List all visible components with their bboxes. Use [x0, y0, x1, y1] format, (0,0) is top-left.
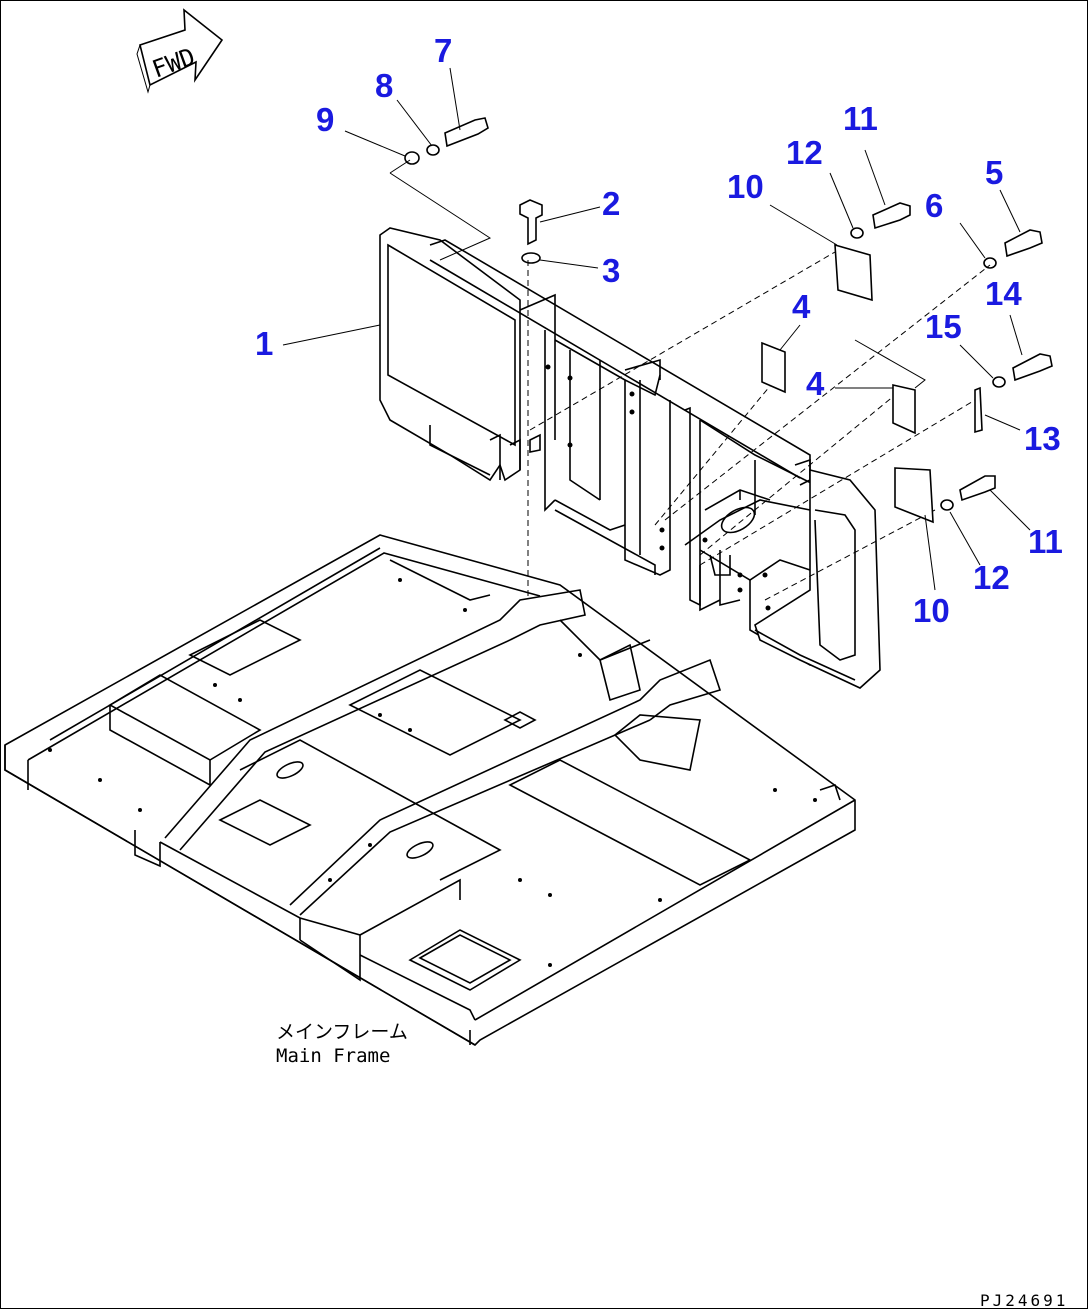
upper-frame-holes	[545, 364, 771, 611]
callout-10-upper: 10	[727, 168, 764, 205]
frame-holes	[48, 578, 817, 967]
main-frame-caption: メインフレーム Main Frame	[276, 1021, 408, 1067]
callout-1: 1	[255, 325, 273, 362]
assembly-leaders	[527, 251, 991, 601]
callout-10-lower: 10	[913, 592, 950, 629]
forward-arrow-icon: FWD	[136, 8, 224, 94]
part-1-panel	[379, 227, 521, 482]
caption-japanese: メインフレーム	[276, 1021, 408, 1043]
callout-2: 2	[602, 185, 620, 222]
callout-4-lower: 4	[806, 365, 825, 402]
radiator-frame	[429, 239, 816, 667]
drawing-code: PJ24691	[980, 1291, 1068, 1310]
callout-3: 3	[602, 252, 620, 289]
hardware	[389, 117, 1053, 524]
callout-11-lower: 11	[1028, 523, 1063, 560]
callout-12-lower: 12	[973, 559, 1010, 596]
callout-15: 15	[925, 308, 962, 345]
callout-5: 5	[985, 154, 1003, 191]
callout-7: 7	[434, 32, 452, 69]
callout-13: 13	[1024, 420, 1061, 457]
callout-6: 6	[925, 187, 943, 224]
callout-12-upper: 12	[786, 134, 823, 171]
callout-4-upper: 4	[792, 288, 811, 325]
callout-numbers: 1 2 3 4 4 5 6 7 8 9 10 10 11 11 12 12 13…	[255, 32, 1063, 629]
main-frame	[4, 534, 856, 1047]
callout-11-upper: 11	[843, 100, 878, 137]
caption-english: Main Frame	[276, 1045, 390, 1067]
right-panel	[754, 468, 881, 689]
callout-8: 8	[375, 67, 393, 104]
callout-9: 9	[316, 101, 334, 138]
callout-leaders	[282, 67, 1031, 591]
callout-14: 14	[985, 275, 1022, 312]
